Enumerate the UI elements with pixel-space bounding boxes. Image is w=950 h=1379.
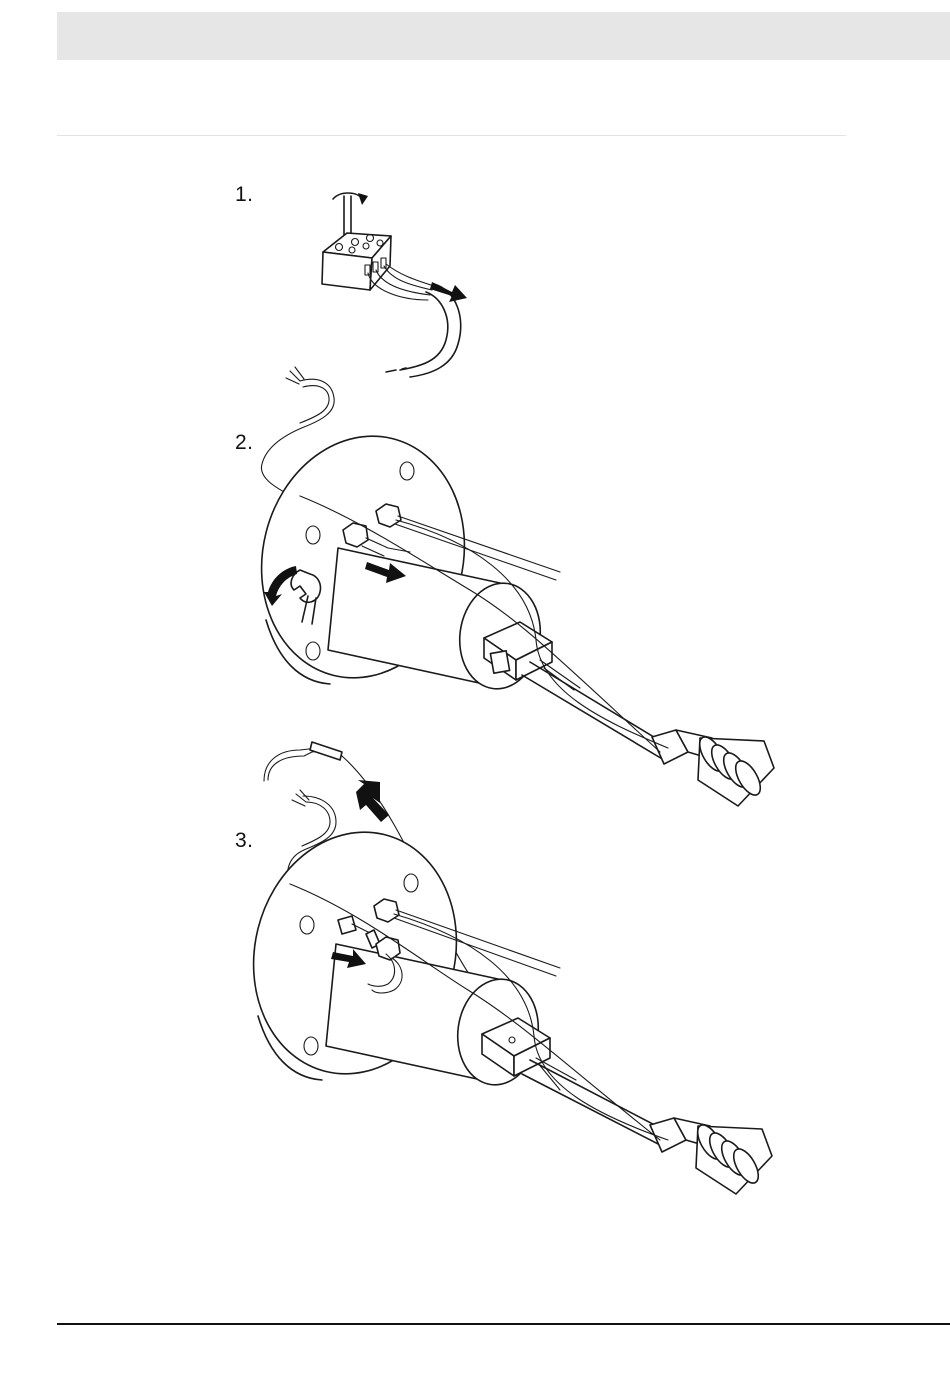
pull-up-arrow-icon	[356, 780, 389, 822]
step-1-terminal-block-illustration	[322, 193, 467, 377]
step-3-flange-illustration	[228, 742, 772, 1194]
rotate-arrow-head-icon	[358, 193, 368, 205]
step-2-flange-illustration	[236, 367, 774, 806]
footer-divider	[57, 1323, 950, 1325]
pull-arrow-icon	[430, 282, 467, 302]
